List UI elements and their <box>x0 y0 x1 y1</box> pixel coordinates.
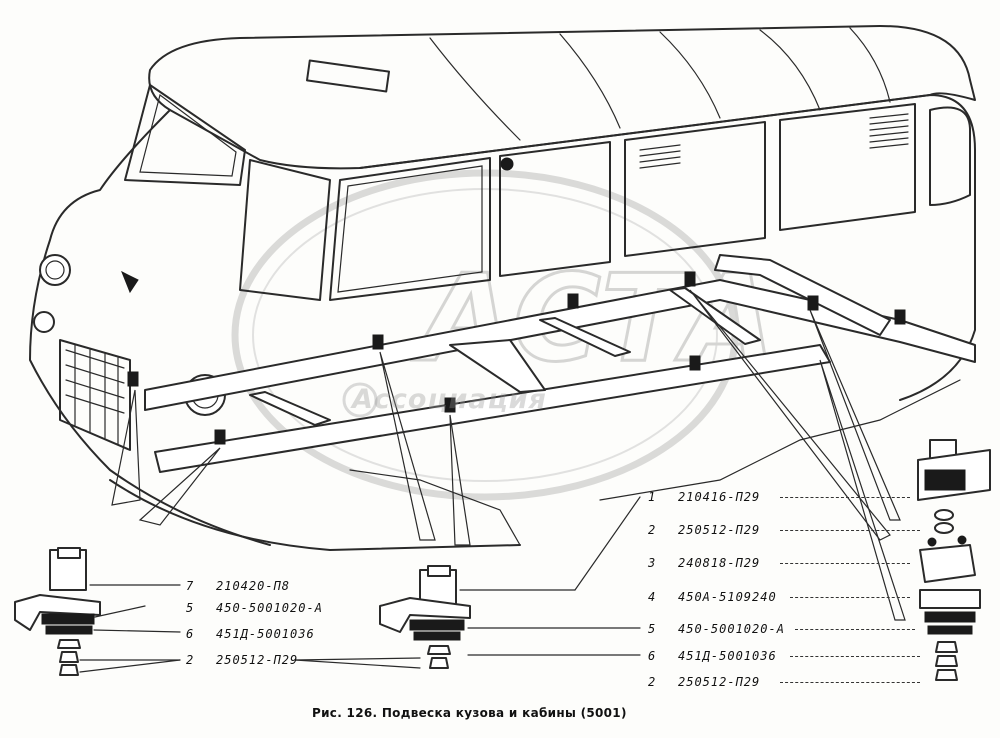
callout-right-1: 1 210416-П29 <box>648 490 760 504</box>
callout-number: 3 <box>648 556 657 570</box>
callout-part-code: 450-5001020-А <box>678 622 785 636</box>
leader-line <box>780 497 910 498</box>
callout-left-4: 2 250512-П29 <box>186 653 298 667</box>
callout-part-code: 451Д-5001036 <box>216 627 315 641</box>
mount-assembly-left <box>14 547 101 676</box>
leader-line <box>790 656 920 657</box>
callout-right-7: 2 250512-П29 <box>648 675 760 689</box>
callout-number: 1 <box>648 490 657 504</box>
callout-number: 2 <box>186 653 195 667</box>
van-body <box>29 25 976 551</box>
leader-line <box>780 530 920 531</box>
callout-part-code: 450А-5109240 <box>678 590 777 604</box>
callout-right-2: 2 250512-П29 <box>648 523 760 537</box>
mount-assembly-middle <box>379 565 471 669</box>
callout-part-code: 450-5001020-А <box>216 601 323 615</box>
callout-right-5: 5 450-5001020-А <box>648 622 785 636</box>
callout-right-3: 3 240818-П29 <box>648 556 760 570</box>
leader-line <box>790 597 910 598</box>
callout-number: 6 <box>186 627 195 641</box>
leader-line <box>795 629 915 630</box>
callout-number: 7 <box>186 579 195 593</box>
leader-line <box>780 682 920 683</box>
pointer-lines <box>111 289 906 621</box>
chassis-frame <box>127 254 976 473</box>
callout-number: 2 <box>648 523 657 537</box>
callout-number: 5 <box>186 601 195 615</box>
figure-caption: Рис. 126. Подвеска кузова и кабины (5001… <box>312 706 627 720</box>
callout-part-code: 240818-П29 <box>678 556 761 570</box>
callout-left-3: 6 451Д-5001036 <box>186 627 315 641</box>
mount-assembly-right <box>917 439 991 681</box>
callout-right-4: 4 450А-5109240 <box>648 590 777 604</box>
left-group-leaders <box>79 496 641 673</box>
callout-part-code: 451Д-5001036 <box>678 649 777 663</box>
callout-number: 5 <box>648 622 657 636</box>
callout-part-code: 210420-П8 <box>216 579 291 593</box>
watermark-subtext: Ассоциация <box>352 384 547 415</box>
callout-part-code: 250512-П29 <box>678 675 761 689</box>
callout-right-6: 6 451Д-5001036 <box>648 649 777 663</box>
callout-number: 4 <box>648 590 657 604</box>
callout-left-1: 7 210420-П8 <box>186 579 290 593</box>
callout-part-code: 210416-П29 <box>678 490 761 504</box>
callout-part-code: 250512-П29 <box>216 653 299 667</box>
callout-left-2: 5 450-5001020-А <box>186 601 323 615</box>
leader-line <box>780 563 910 564</box>
callout-number: 2 <box>648 675 657 689</box>
callout-part-code: 250512-П29 <box>678 523 761 537</box>
callout-number: 6 <box>648 649 657 663</box>
